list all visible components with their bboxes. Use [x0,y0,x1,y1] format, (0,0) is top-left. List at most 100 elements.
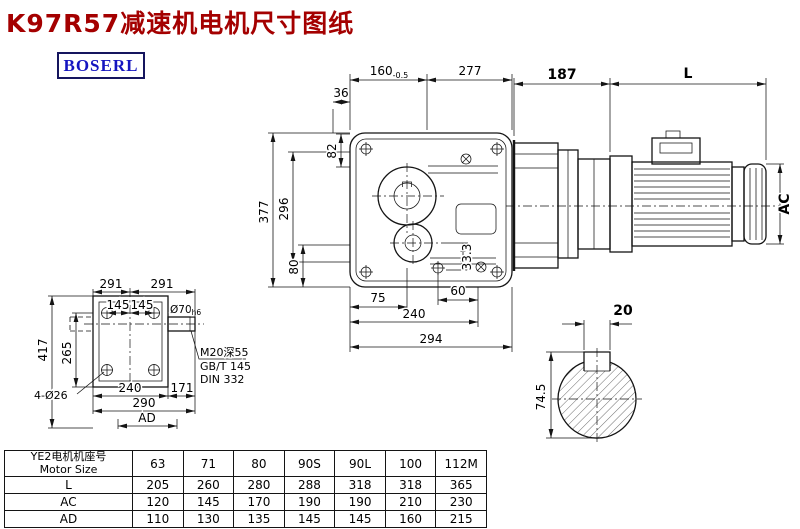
brand-logo-text: BOSERL [63,55,139,75]
motor-body [631,161,733,247]
size-cell: 90L [334,449,386,478]
motor-fins [634,168,730,238]
gearbox-top-view: 160-0.5 277 36 82 377 296 80 33.3 75 60 … [256,63,513,352]
flange-bolt-holes [101,307,160,376]
dim-377: 377 [257,201,271,224]
gearbox-side [513,142,559,269]
thread-spec: M20深55 [200,346,249,359]
technical-drawing: 160-0.5 277 36 82 377 296 80 33.3 75 60 … [33,63,795,444]
dim-145-left: 145 [107,298,130,312]
page-title: K97R57减速机电机尺寸图纸 [6,9,355,38]
dim-187: 187 [547,67,576,83]
value-cell: 130 [182,510,235,529]
dim-291-left: 291 [100,277,123,291]
terminal-box [651,137,701,165]
dim-240: 240 [403,307,426,321]
rear-cap [731,166,745,242]
value-cell: 145 [182,493,235,512]
value-cell: 210 [384,493,437,512]
value-cell: 318 [384,476,437,495]
row-label: AD [4,510,133,529]
flange-inner-contour [98,301,163,382]
table-row-AD: AD 110 130 135 145 145 160 215 [4,510,487,529]
table-header-row: YE2电机机座号 Motor Size 63 71 80 90S 90L 100… [4,449,487,478]
value-cell: 120 [132,493,184,512]
row-label: AC [4,493,133,512]
output-flange-view: Ø70h6 M20深55 GB/T 145 DIN 332 [33,276,253,429]
dim-AD: AD [138,411,155,425]
value-cell: 170 [233,493,285,512]
dim-171: 171 [171,381,194,395]
dim-shaft-dia: Ø70h6 [170,304,201,317]
dim-160: 160-0.5 [370,64,409,80]
shaft-view-dimensions: 74.5 20 [533,302,634,439]
dim-60: 60 [450,284,465,298]
value-cell: 280 [233,476,285,495]
value-cell: 135 [233,510,285,529]
housing-inner-contour [355,138,507,282]
cable-gland [665,130,681,139]
dim-240-flange: 240 [119,381,142,395]
corner-bolt-holes [359,142,504,279]
dim-AC: AC [777,193,793,214]
motor-side-view: 187 L AC [506,65,795,271]
dim-294: 294 [420,332,443,346]
brand-logo: BOSERL [57,52,145,79]
value-cell: 365 [435,476,487,495]
top-view-dimensions: 160-0.5 277 36 82 377 296 80 33.3 75 60 … [256,63,513,352]
motor-flange [609,155,633,253]
thread-callout-leader [190,330,246,360]
dim-L: L [684,66,693,82]
dim-74-5: 74.5 [534,384,548,411]
value-cell: 215 [435,510,487,529]
fan-cowl-grille [749,168,763,240]
dim-145-right: 145 [131,298,154,312]
dim-417: 417 [36,339,50,362]
value-cell: 260 [182,476,235,495]
dim-bolt-holes: 4-Ø26 [34,389,68,402]
dim-20: 20 [613,303,633,319]
value-cell: 318 [334,476,386,495]
housing-outline [349,132,513,288]
shaft-end-view: 74.5 20 [533,302,642,444]
flange-body [92,295,169,388]
housing-ribs [428,165,498,265]
value-cell: 160 [384,510,437,529]
standard-din: DIN 332 [200,373,244,386]
size-cell: 63 [132,449,184,478]
side-view-dimensions: 187 L AC [513,65,795,245]
size-cell: 71 [182,449,235,478]
value-cell: 145 [334,510,386,529]
fan-cowl [743,163,767,245]
size-cell: 90S [283,449,336,478]
header-line1: YE2电机机座号 [30,450,107,463]
row-label: L [4,476,133,495]
value-cell: 110 [132,510,184,529]
dim-33-3: 33.3 [460,244,474,271]
output-shaft [167,316,196,332]
size-cell: 80 [233,449,285,478]
dim-291-right: 291 [151,277,174,291]
dim-80: 80 [287,259,301,274]
standard-gbt: GB/T 145 [200,360,251,373]
motor-size-table: YE2电机机座号 Motor Size 63 71 80 90S 90L 100… [4,449,487,529]
dim-75: 75 [370,291,385,305]
header-line2: Motor Size [39,462,98,476]
dim-277: 277 [459,64,482,78]
table-header-cell: YE2电机机座号 Motor Size [4,449,133,478]
flange-view-dimensions: 291 291 145 145 417 265 240 171 290 AD 4… [33,276,196,429]
dim-296: 296 [277,198,291,221]
table-row-AC: AC 120 145 170 190 190 210 230 [4,493,487,512]
size-cell: 100 [384,449,437,478]
dim-36: 36 [333,86,348,100]
value-cell: 145 [283,510,336,529]
value-cell: 190 [334,493,386,512]
value-cell: 205 [132,476,184,495]
value-cell: 230 [435,493,487,512]
value-cell: 190 [283,493,336,512]
dim-290: 290 [133,396,156,410]
table-row-L: L 205 260 280 288 318 318 365 [4,476,487,495]
dim-82: 82 [325,143,339,158]
dim-265: 265 [60,342,74,365]
